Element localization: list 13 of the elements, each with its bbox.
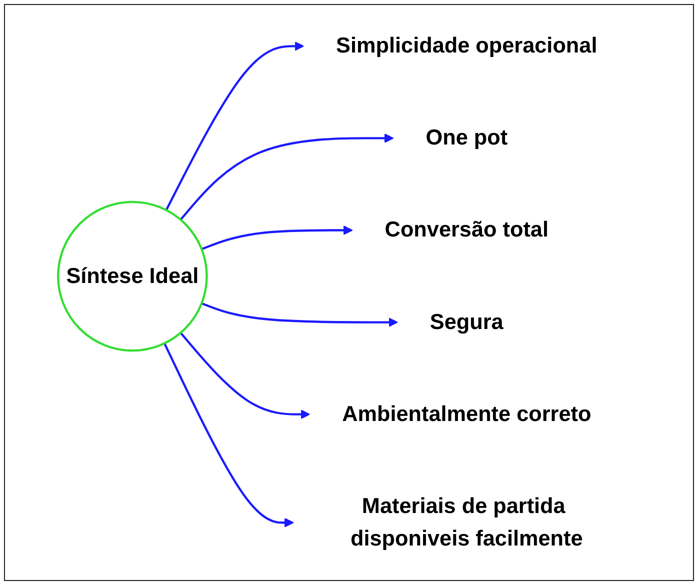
node-text: Conversão total xyxy=(384,218,548,242)
node-text: One pot xyxy=(426,126,508,150)
arrow xyxy=(201,302,398,328)
node-text: Ambientalmente correto xyxy=(342,402,592,426)
node-text: Simplicidade operacional xyxy=(336,34,598,58)
arrow xyxy=(201,225,353,250)
node-text: Materiais de partida disponiveis facilmente xyxy=(350,494,583,551)
arrow xyxy=(163,342,294,528)
arrow xyxy=(180,133,394,220)
arrow xyxy=(165,41,304,211)
node-text: Segura xyxy=(430,310,504,334)
arrow xyxy=(180,332,310,420)
node-circle: Síntese Ideal xyxy=(57,200,208,352)
